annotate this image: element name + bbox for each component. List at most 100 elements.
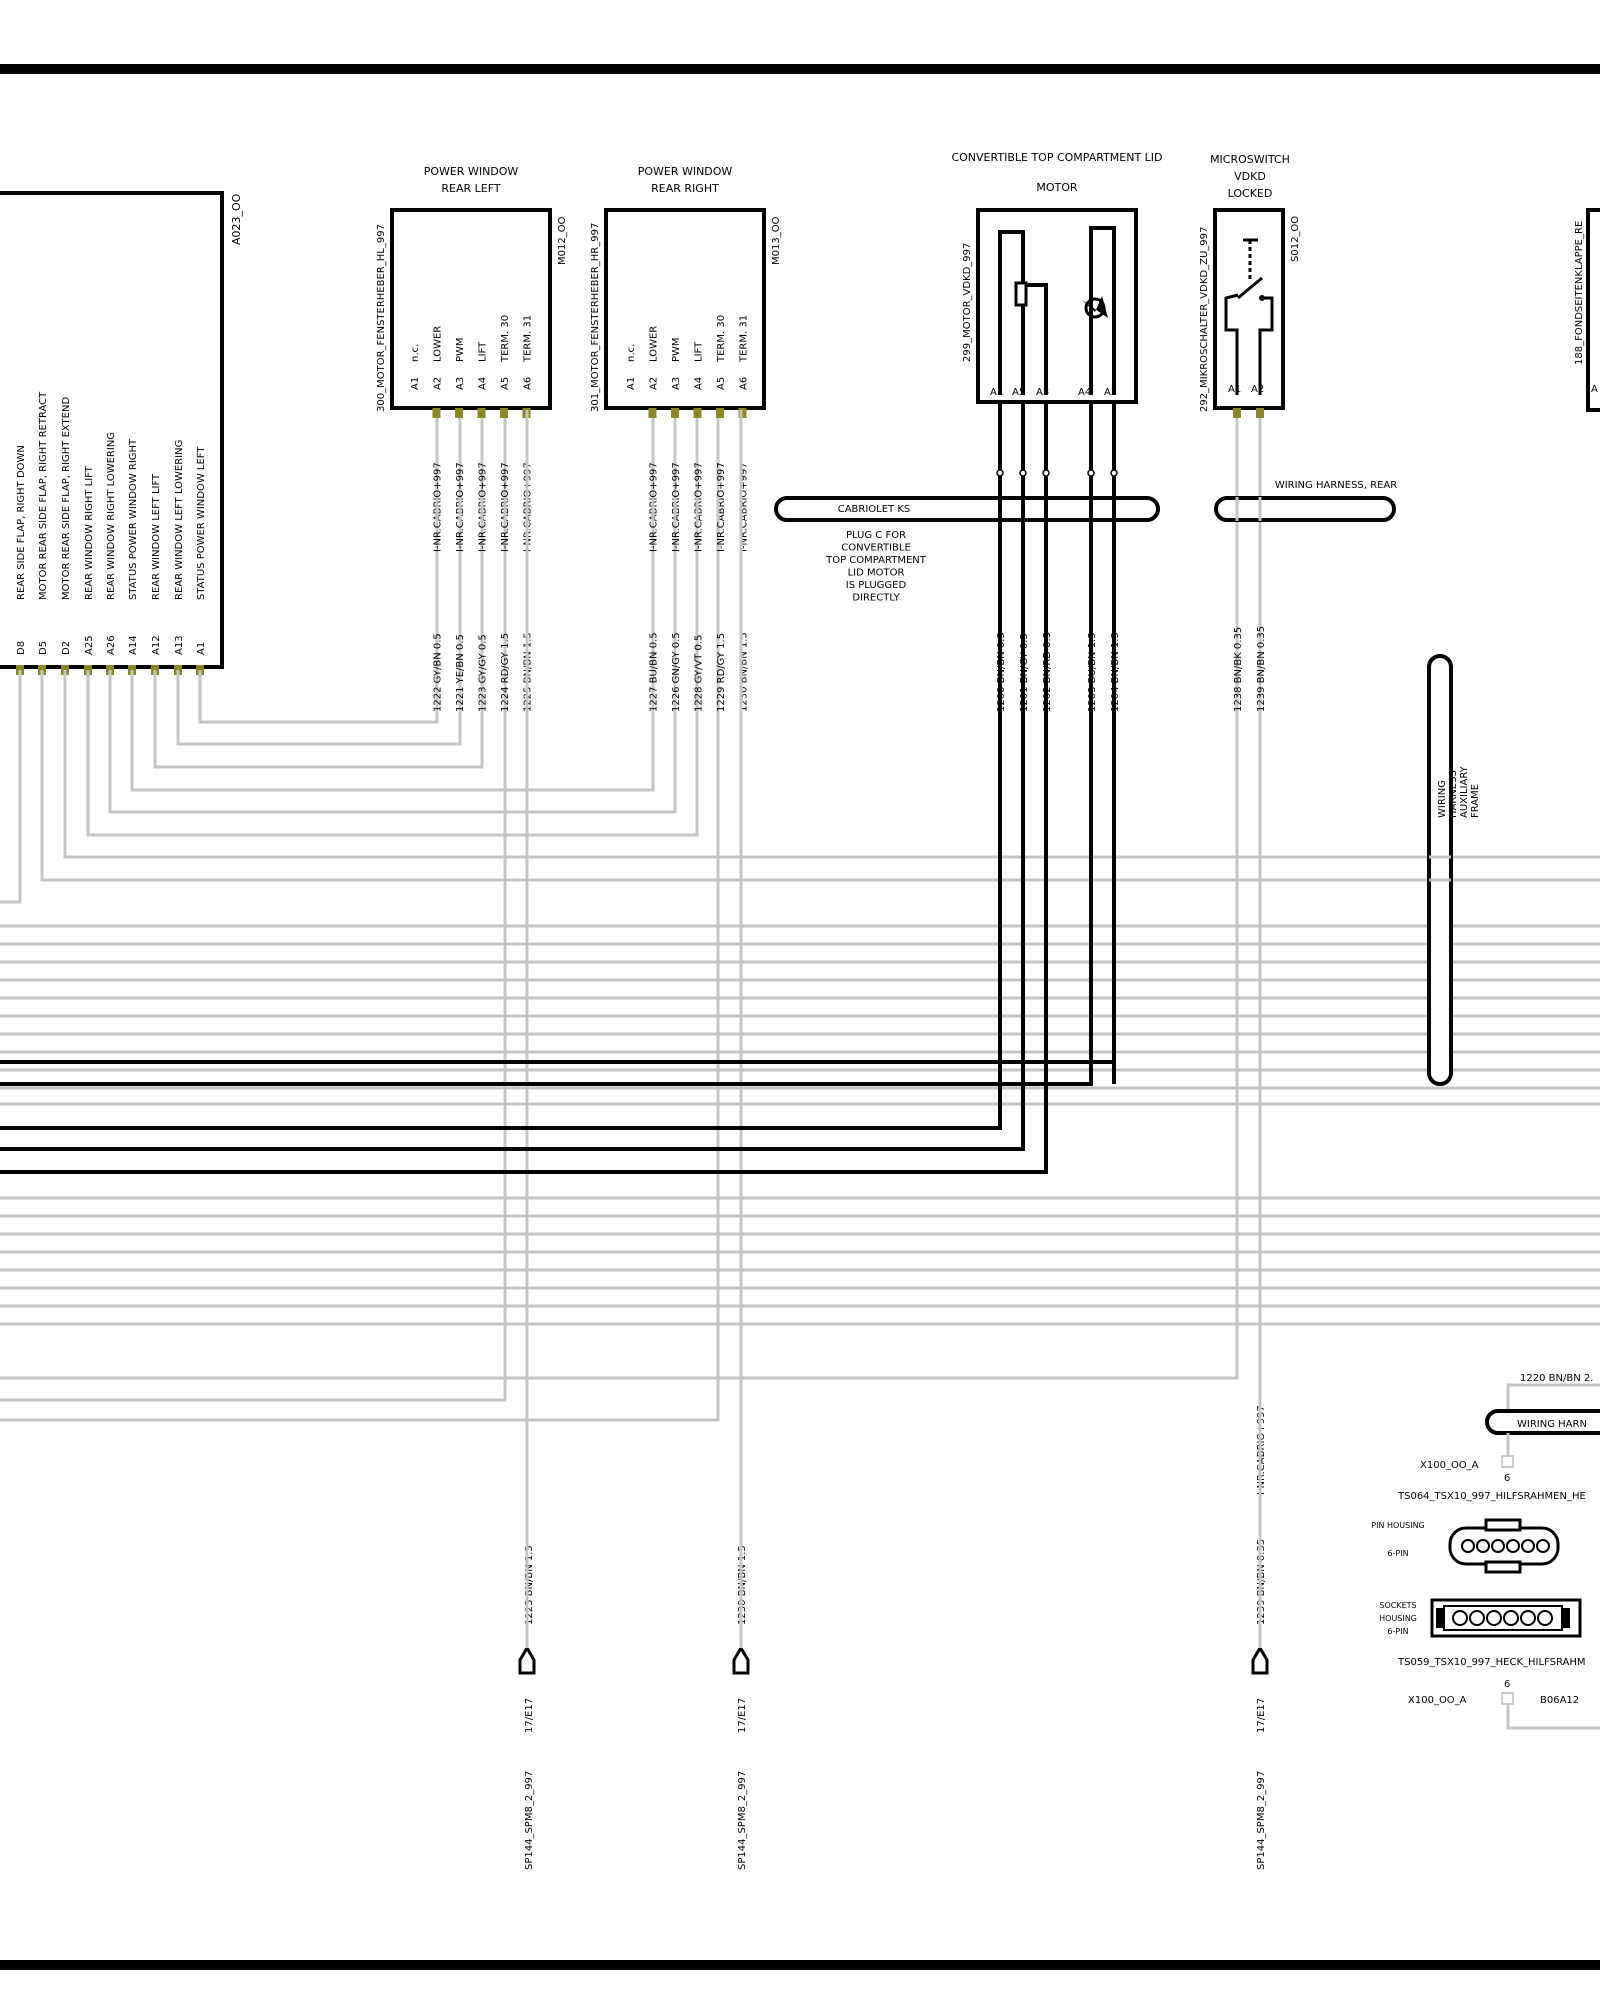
window-left-title2: REAR LEFT <box>441 182 500 195</box>
vdkd-wire-label: 1200 BN/BN 0.5 <box>996 632 1007 712</box>
window-right-ref: M013_OO <box>771 216 782 265</box>
motor-pin-number: A4 <box>694 377 705 390</box>
harness-rear-label: WIRING HARNESS, REAR <box>1275 480 1397 491</box>
pin-top: 6 <box>1504 1473 1510 1484</box>
motor-pin-number: A2 <box>649 377 660 390</box>
pin-housing-contact <box>1476 1539 1490 1553</box>
splice-right-ref: 17/E17 <box>737 1698 748 1733</box>
socket-contact <box>1469 1610 1485 1626</box>
window-right-wires: I-NR.CABRIO+997 1227 BU/BN 0.5 I-NR.CABRIO… <box>649 462 750 712</box>
ts064-label: TS064_TSX10_997_HILFSRAHMEN_HE <box>1397 1491 1586 1502</box>
motor-pin-terminal <box>648 408 657 418</box>
splice-micro-ref: 17/E17 <box>1256 1698 1267 1733</box>
pin-housing-contact <box>1491 1539 1505 1553</box>
cu-pin-number: A14 <box>128 635 139 655</box>
vdkd-wire-label: 1202 BN/RD 0.5 <box>1042 632 1053 712</box>
wire-label: 1230 BN/BN 1.5 <box>739 632 750 712</box>
wire-label: 1226 GN/GY 0.5 <box>671 632 682 712</box>
splice-left: 1225 BN/BN 1.5 17/E17 SP144_SPM8_2_997 <box>518 1545 536 1870</box>
micro-title3: LOCKED <box>1228 187 1273 200</box>
motor-pin-label: LOWER <box>649 326 660 362</box>
splice-right-name: SP144_SPM8_2_997 <box>737 1771 748 1870</box>
motor-pin-number: A1 <box>410 377 421 390</box>
pin-housing-count: 6-PIN <box>1387 1549 1408 1558</box>
motor-pin-label: PWM <box>671 337 682 362</box>
motor-pin-number: A5 <box>500 377 511 390</box>
top-border <box>0 64 1600 74</box>
vdkd-pin-number: A1 <box>990 387 1003 398</box>
motor-pin-number: A2 <box>433 377 444 390</box>
micro-name: 292_MIKROSCHALTER_VDKD_ZU_997 <box>1199 227 1210 412</box>
pin-housing-contact <box>1506 1539 1520 1553</box>
micro-ref: S012_OO <box>1290 216 1301 262</box>
wire-harness-label: I-NR.CABRIO+997 <box>716 462 727 552</box>
vdkd-pin-number: A3 <box>1036 387 1049 398</box>
splice-left-wire: 1225 BN/BN 1.5 <box>524 1545 535 1625</box>
micro-pin-number: A2 <box>1251 384 1264 395</box>
wire-label: 1227 BU/BN 0.5 <box>649 632 660 712</box>
cu-pin-label: REAR WINDOW LEFT LOWERING <box>174 440 185 600</box>
motor-pin-label: LIFT <box>478 341 489 362</box>
pin-housing-label: PIN HOUSING <box>1371 1521 1425 1530</box>
splice-left-arrow <box>518 1645 536 1675</box>
ts059-label: TS059_TSX10_997_HECK_HILFSRAHM <box>1397 1657 1586 1668</box>
wire-label: 1229 RD/GY 1.5 <box>716 633 727 712</box>
window-left-title1: POWER WINDOW <box>424 165 519 178</box>
connector-harness: WIRING HARN <box>1517 1419 1587 1430</box>
cu-pin-label: REAR WINDOW RIGHT LIFT <box>84 465 95 600</box>
micro-pin-terminal <box>1256 408 1264 418</box>
cabriolet-label: CABRIOLET KS <box>838 504 911 515</box>
aux-harness-line: WIRING <box>1437 780 1448 818</box>
splice-micro-arrow <box>1251 1645 1269 1675</box>
vdkd-pin-number: A4 <box>1078 387 1091 398</box>
motor-pin-number: A1 <box>626 377 637 390</box>
control-unit-wires <box>0 410 1600 904</box>
cu-pin-label: REAR SIDE FLAP, RIGHT DOWN <box>16 445 27 600</box>
cu-pin-number: A12 <box>151 635 162 655</box>
cabriolet-note-line: DIRECTLY <box>852 593 900 604</box>
wire-harness-label: I-NR.CABRIO+997 <box>694 462 705 552</box>
cabriolet-note-line: TOP COMPARTMENT <box>825 555 927 566</box>
socket-contact <box>1520 1610 1536 1626</box>
splice-left-ref: 17/E17 <box>524 1698 535 1733</box>
motor-pin-terminal <box>500 408 508 418</box>
motor-pin-number: A5 <box>716 377 727 390</box>
motor-pin-number: A6 <box>523 377 534 390</box>
socket-contact <box>1486 1610 1502 1626</box>
motor-pin-number: A4 <box>478 377 489 390</box>
vdkd-pin-number: A5 <box>1012 387 1025 398</box>
cu-pin-number: A26 <box>106 635 117 655</box>
window-left-motor: POWER WINDOW REAR LEFT 300_MOTOR_FENSTER… <box>376 165 568 418</box>
cabriolet-note-line: PLUG C FOR <box>846 530 906 541</box>
motor-pin-label: PWM <box>455 337 466 362</box>
harness-rear: WIRING HARNESS, REAR <box>1214 480 1397 522</box>
sockets-3: 6-PIN <box>1387 1627 1408 1636</box>
connector-area: 1220 BN/BN 2. WIRING HARN X100_OO_A 6 TS… <box>1371 1373 1600 1730</box>
cu-pin-number: A1 <box>196 642 207 655</box>
motor-pin-number: A6 <box>739 377 750 390</box>
window-right-title1: POWER WINDOW <box>638 165 733 178</box>
control-unit-ref: A023_OO <box>230 193 243 245</box>
fond-flap-name: 188_FONDSEITENKLAPPE_RE <box>1574 221 1585 365</box>
wire-harness-label: I-NR.CABRIO+997 <box>739 462 750 552</box>
x100-top: X100_OO_A <box>1420 1460 1479 1471</box>
motor-pin-label: n.c. <box>410 344 421 362</box>
x100-bottom: X100_OO_A <box>1408 1695 1467 1706</box>
window-left-name: 300_MOTOR_FENSTERHEBER_HL_997 <box>376 224 387 412</box>
vdkd-pin-number: A2 <box>1104 387 1117 398</box>
socket-contact <box>1452 1610 1468 1626</box>
micro-title2: VDKD <box>1234 170 1266 183</box>
cu-pin-number: A25 <box>84 635 95 655</box>
wire-label: 1224 RD/GY 1.5 <box>500 633 511 712</box>
micro-pin-terminal <box>1233 408 1241 418</box>
pin-bottom: 6 <box>1504 1679 1510 1690</box>
motor-pin-label: n.c. <box>626 344 637 362</box>
motor-pin-label: TERM. 30 <box>716 315 727 363</box>
motor-pin-label: TERM. 31 <box>739 315 750 363</box>
cabriolet-note-line: CONVERTIBLE <box>841 543 911 554</box>
vdkd-title2: MOTOR <box>1036 181 1078 194</box>
